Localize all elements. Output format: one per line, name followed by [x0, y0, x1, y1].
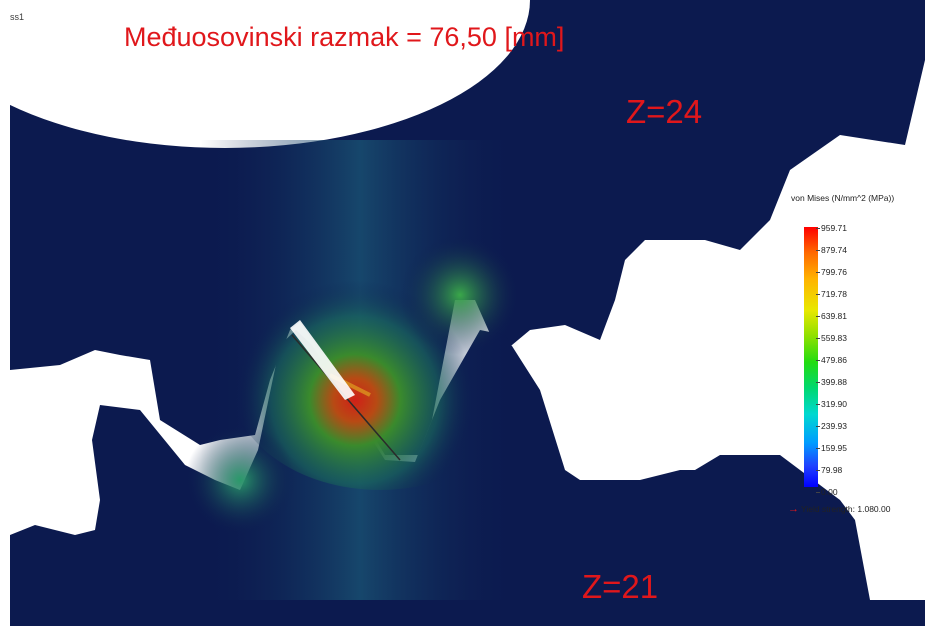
legend-tick-label: 879.74	[816, 245, 847, 255]
top-gear-bore	[0, 0, 530, 148]
study-tab-label[interactable]: ss1	[10, 12, 25, 22]
legend-tick-label: 319.90	[816, 399, 847, 409]
gear-top-teeth-label: Z=24	[626, 93, 703, 130]
legend-color-bar	[804, 227, 818, 487]
legend-tick-label: 719.78	[816, 289, 847, 299]
legend-tick-label: 239.93	[816, 421, 847, 431]
legend-title: von Mises (N/mm^2 (MPa))	[791, 193, 895, 203]
legend-tick-label: 399.88	[816, 377, 847, 387]
yield-strength-indicator: →Yield strength: 1.080.00	[788, 503, 890, 515]
tooth-gap	[290, 320, 355, 400]
arrow-right-icon: →	[788, 503, 799, 515]
stress-legend[interactable]: von Mises (N/mm^2 (MPa)) 959.71 879.74 799…	[788, 193, 924, 523]
legend-tick-label: 79.98	[815, 465, 843, 475]
legend-tick-label: 0.00	[816, 487, 838, 497]
legend-tick-label: 559.83	[816, 333, 847, 343]
legend-tick-label: 479.86	[816, 355, 847, 365]
stress-field	[185, 140, 530, 600]
legend-tick-label: 959.71	[816, 223, 847, 233]
yield-strength-label: Yield strength: 1.080.00	[801, 504, 891, 514]
center-distance-annotation: Međuosovinski razmak = 76,50 [mm]	[124, 22, 565, 52]
gear-bottom-teeth-label: Z=21	[582, 568, 659, 605]
legend-tick-label: 799.76	[816, 267, 847, 277]
legend-tick-label: 159.95	[816, 443, 847, 453]
legend-tick-label: 639.81	[816, 311, 847, 321]
